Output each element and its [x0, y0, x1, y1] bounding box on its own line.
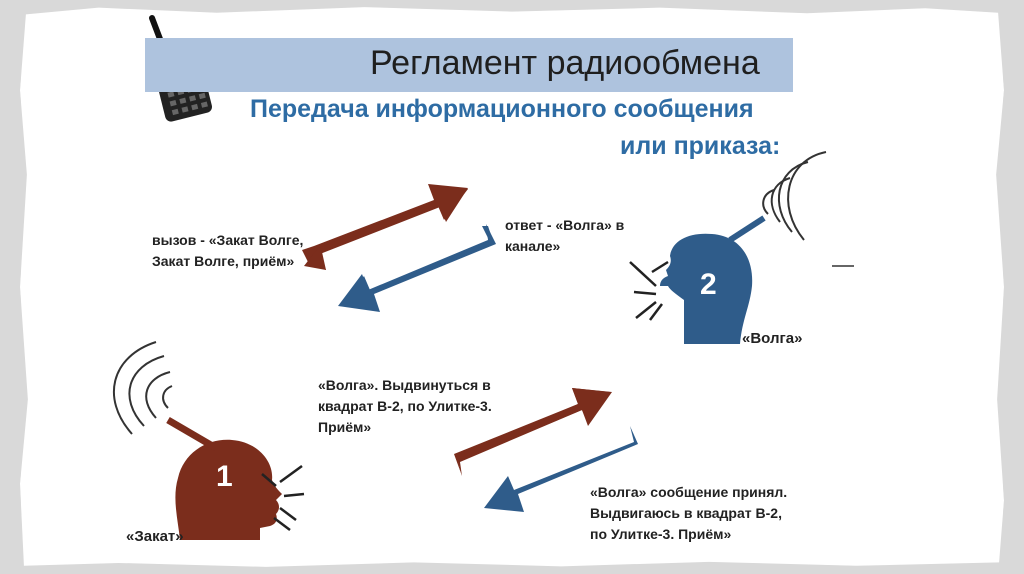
arrow-incoming-upper [338, 224, 496, 312]
order-line: квадрат В-2, по Улитке-3. [318, 398, 492, 414]
confirm-line: по Улитке-3. Приём» [590, 526, 732, 542]
arrow-outgoing-lower [454, 388, 612, 476]
speaker-2-name: «Волга» [742, 330, 803, 347]
speaking-head-icon-2 [660, 215, 766, 344]
speaking-head-icon-1 [166, 416, 282, 540]
reply-line: ответ - «Волга» в [505, 217, 625, 233]
confirm-line: Выдвигаюсь в квадрат В-2, [590, 505, 782, 521]
reply-text: ответ - «Волга» в канале» [505, 215, 624, 257]
page-title: Регламент радиообмена [370, 44, 760, 82]
title-bar [145, 38, 793, 92]
speaker-1-name: «Закат» [126, 528, 184, 545]
speech-lines-icon-2 [629, 260, 669, 321]
order-text: «Волга». Выдвинуться в квадрат В-2, по У… [318, 375, 492, 438]
subtitle-line-1: Передача информационного сообщения [250, 95, 754, 123]
call-line: Закат Волге, приём» [152, 253, 295, 269]
speaker-2-number: 2 [700, 268, 717, 301]
arrow-incoming-lower [484, 426, 638, 512]
speech-lines-icon-1 [261, 464, 305, 531]
reply-line: канале» [505, 238, 561, 254]
confirm-text: «Волга» сообщение принял. Выдвигаюсь в к… [590, 482, 787, 545]
radio-waves-icon-2 [762, 151, 827, 241]
order-line: «Волга». Выдвинуться в [318, 377, 491, 393]
arrow-outgoing-upper [302, 184, 468, 270]
call-text: вызов - «Закат Волге, Закат Волге, приём… [152, 230, 303, 272]
call-line: вызов - «Закат Волге, [152, 232, 304, 248]
radio-waves-icon-1 [113, 341, 173, 435]
subtitle-line-2: или приказа: [620, 132, 781, 160]
confirm-line: «Волга» сообщение принял. [590, 484, 788, 500]
order-line: Приём» [318, 419, 372, 435]
speaker-1-number: 1 [216, 460, 233, 493]
